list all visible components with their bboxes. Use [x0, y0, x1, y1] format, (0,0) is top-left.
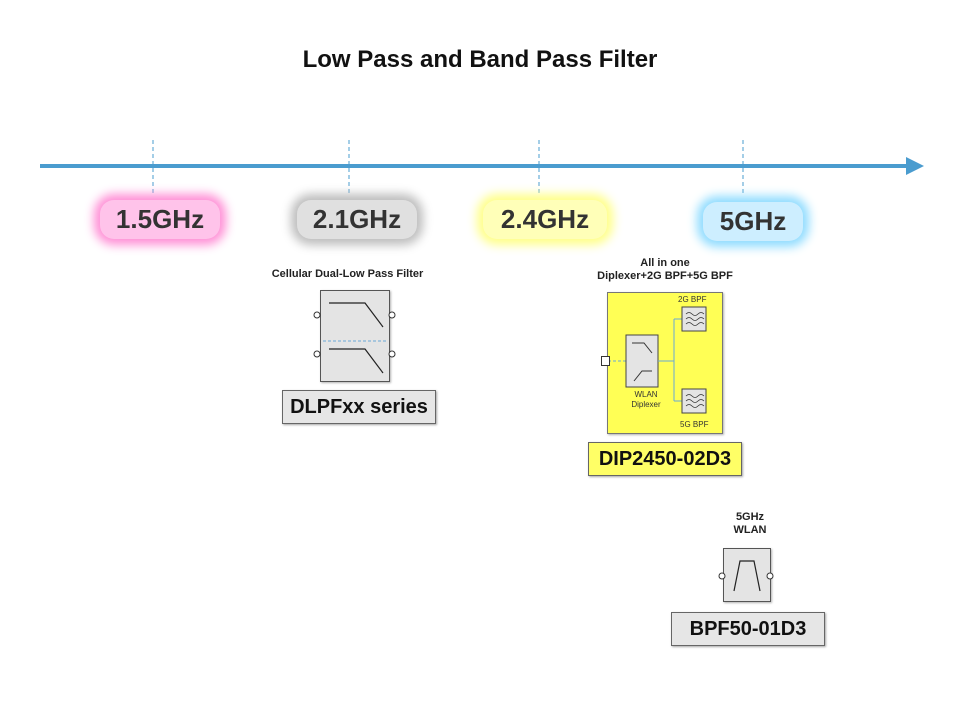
dlpf-chip-icon — [320, 290, 390, 382]
dlpf-pins — [313, 311, 396, 358]
dip-part-label: DIP2450-02D3 — [588, 442, 742, 476]
freq-label-5ghz: 5GHz — [703, 202, 803, 241]
dip-5g-bpf-label: 5G BPF — [680, 420, 709, 429]
page-title: Low Pass and Band Pass Filter — [302, 46, 658, 73]
bpf-chip-icon — [723, 548, 771, 602]
dip-circuit-icon — [608, 306, 707, 414]
dip-caption-line1: All in one — [640, 257, 690, 269]
bpf-caption-line2: WLAN — [733, 524, 767, 536]
dlpf-caption: Cellular Dual-Low Pass Filter — [271, 268, 424, 280]
dip-caption-line2: Diplexer+2G BPF+5G BPF — [597, 270, 733, 282]
dip-2g-bpf-label: 2G BPF — [678, 295, 707, 304]
dlpf-series-label: DLPFxx series — [282, 390, 436, 424]
freq-label-1-5ghz: 1.5GHz — [100, 200, 220, 239]
bpf-caption-line1: 5GHz — [735, 511, 765, 523]
freq-label-2-4ghz: 2.4GHz — [483, 200, 607, 239]
dip-input-pin — [601, 356, 610, 366]
bpf-part-label: BPF50-01D3 — [671, 612, 825, 646]
dip-diplexer-label-line2: Diplexer — [631, 400, 661, 409]
bpf-pins — [718, 572, 774, 580]
freq-label-2-1ghz: 2.1GHz — [297, 200, 417, 239]
axis-arrowhead — [906, 157, 924, 175]
dip-module: 2G BPF 5G BPF WLAN Diplexer — [607, 292, 723, 434]
dip-diplexer-label-line1: WLAN — [634, 390, 658, 399]
